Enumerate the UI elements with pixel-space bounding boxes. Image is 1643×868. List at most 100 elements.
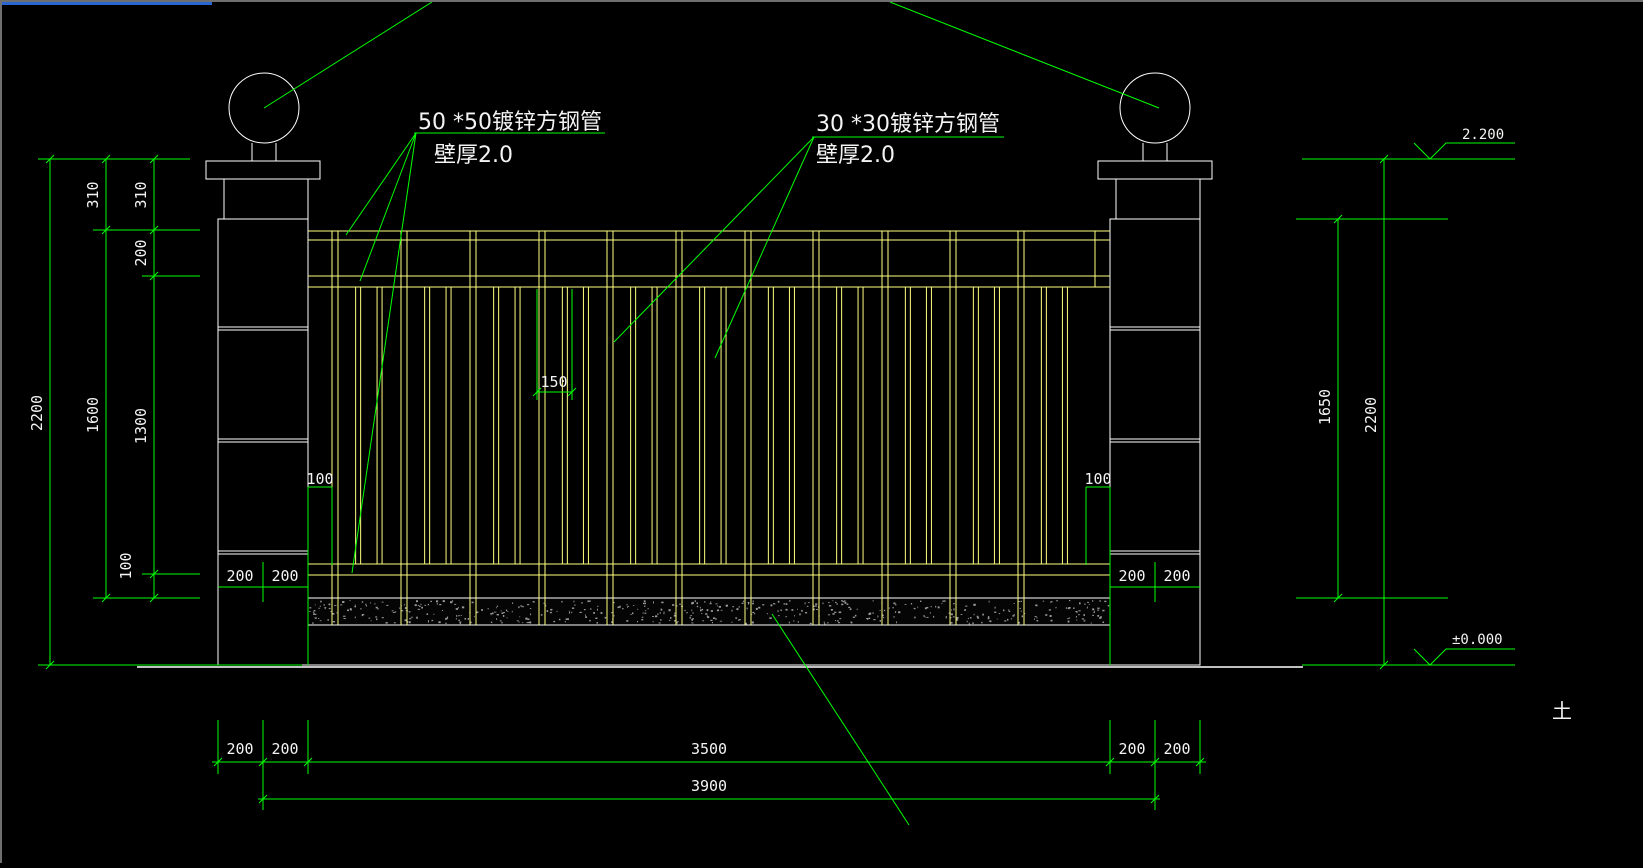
hatch-dot [935, 605, 937, 608]
hatch-dot [716, 609, 719, 612]
dim-bottom-l1: 200 [226, 740, 253, 758]
hatch-dot [487, 608, 489, 610]
hatch-dot [967, 617, 969, 620]
hatch-dot [320, 600, 322, 603]
hatch-dot [752, 600, 754, 602]
hatch-dot [747, 602, 750, 604]
hatch-dot [406, 621, 409, 623]
level-top-label: 2.200 [1462, 127, 1504, 143]
hatch-dot [706, 609, 709, 612]
hatch-dot [597, 605, 599, 607]
hatch-dot [780, 609, 782, 612]
hatch-dot [718, 606, 721, 608]
dim-base-l1: 200 [226, 567, 253, 585]
hatch-dot [714, 617, 716, 619]
hatch-dot [392, 612, 395, 613]
pickets [355, 287, 1068, 564]
hatch-dot [309, 611, 311, 612]
hatch-dot [490, 613, 493, 614]
hatch-dot [445, 617, 448, 620]
hatch-dot [777, 610, 779, 613]
hatch-dot [1034, 616, 1037, 618]
hatch-dot [777, 600, 780, 603]
hatch-dot [349, 600, 351, 602]
hatch-dot [361, 614, 363, 617]
hatch-dot [713, 617, 715, 620]
hatch-dot [442, 600, 445, 603]
hatch-dot [973, 613, 975, 616]
hatch-dot [950, 622, 953, 624]
hatch-dot [1078, 614, 1080, 616]
hatch-dot [571, 607, 575, 609]
hatch-dot [318, 618, 320, 619]
hatch-dot [596, 622, 598, 624]
hatch-dot [841, 600, 843, 602]
hatch-dot [421, 606, 423, 609]
hatch-dot [492, 612, 494, 615]
hatch-dot [982, 613, 984, 616]
hatch-dot [945, 616, 947, 619]
title-bar-accent [2, 2, 212, 5]
hatch-dot [965, 605, 968, 607]
hatch-dot [632, 605, 635, 606]
hatch-dot [1069, 600, 1071, 602]
horizontal-rails [308, 230, 1110, 576]
hatch-dot [701, 608, 704, 611]
hatch-dot [527, 604, 530, 606]
hatch-dot [804, 603, 806, 605]
hatch-dot [1007, 618, 1009, 621]
dim-base-r1: 200 [1118, 567, 1145, 585]
hatch-dot [873, 619, 876, 621]
hatch-dot [496, 618, 498, 620]
hatch-dot [715, 603, 718, 605]
hatch-dot [458, 607, 459, 609]
hatch-dot [850, 621, 852, 624]
hatch-dot [314, 617, 317, 619]
hatch-dot [956, 617, 959, 619]
hatch-dot [877, 615, 879, 618]
hatch-dot [496, 614, 499, 616]
hatch-dot [691, 622, 694, 624]
hatch-dot [564, 621, 566, 623]
hatch-dot [526, 622, 528, 624]
hatch-dot [519, 616, 521, 618]
hatch-dot [789, 600, 791, 602]
hatch-dot [658, 622, 661, 624]
hatch-dot [660, 608, 663, 611]
hatch-dot [844, 600, 846, 602]
hatch-dot [336, 612, 339, 614]
hatch-dot [401, 610, 404, 612]
hatch-dot [394, 611, 397, 613]
hatch-dot [933, 615, 935, 618]
hatch-dot [751, 621, 754, 624]
hatch-dot [1099, 617, 1102, 619]
hatch-dot [469, 621, 472, 624]
hatch-dot [835, 620, 837, 622]
bottom-dimension-lines [212, 720, 1206, 810]
hatch-dot [752, 611, 755, 614]
hatch-dot [403, 604, 406, 606]
hatch-dot [791, 609, 794, 611]
hatch-dot [370, 620, 372, 622]
hatch-dot [314, 613, 317, 615]
hatch-dot [1102, 621, 1105, 623]
hatch-dot [834, 611, 837, 613]
hatch-dot [832, 600, 834, 602]
hatch-dot [334, 605, 337, 606]
hatch-dot [655, 615, 658, 618]
hatch-dot [968, 622, 970, 625]
hatch-dot [1102, 609, 1105, 612]
hatch-dot [977, 617, 980, 619]
hatch-dot [507, 611, 509, 612]
hatch-dot [381, 601, 384, 603]
hatch-dot [447, 616, 449, 619]
hatch-dot [496, 605, 499, 607]
hatch-dot [879, 620, 881, 622]
hatch-dot [637, 608, 639, 610]
hatch-dot [312, 611, 315, 613]
hatch-dot [814, 605, 817, 607]
hatch-dot [996, 618, 998, 620]
hatch-dot [676, 605, 678, 607]
hatch-dot [1010, 618, 1013, 620]
